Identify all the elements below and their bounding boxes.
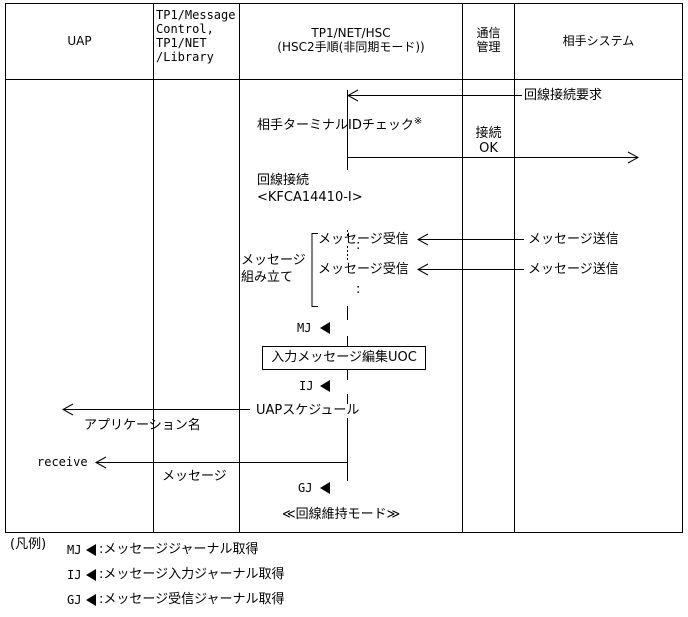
legend-mj-code: MJ — [67, 543, 82, 557]
gj-triangle-icon — [320, 482, 330, 494]
connect-message-id: <KFCA14410-I> — [257, 190, 363, 205]
legend-gj-triangle-icon — [86, 594, 96, 606]
header-tp1-line-3: TP1/NET — [156, 36, 207, 50]
header-remote: 相手システム — [562, 34, 635, 48]
legend-ij-triangle-icon — [86, 569, 96, 581]
legend-mj-triangle-icon — [86, 544, 96, 556]
receive-label: receive — [37, 455, 88, 469]
continuation-dots-2: : — [356, 282, 361, 297]
mj-triangle-icon — [320, 322, 330, 334]
application-name-label: アプリケーション名 — [84, 418, 201, 433]
assemble-line-1: メッセージ — [241, 253, 306, 268]
connect-request-label: 回線接続要求 — [524, 88, 603, 103]
message-label: メッセージ — [162, 469, 227, 484]
header-uap: UAP — [67, 34, 92, 48]
message-return-arrowhead — [94, 456, 107, 469]
connect-label: 回線接続 — [257, 173, 310, 188]
uap-schedule-arrowhead — [61, 403, 74, 416]
header-hsc-line-2: (HSC2手順(非同期モード)) — [277, 40, 425, 54]
header-tp1-line-2: Control, — [156, 22, 214, 36]
legend-title: (凡例) — [10, 537, 47, 552]
assemble-line-2: 組み立て — [241, 270, 294, 285]
ij-label: IJ — [299, 379, 314, 393]
connect-request-arrowhead — [346, 89, 359, 102]
uap-schedule-label: UAPスケジュール — [256, 403, 360, 418]
hold-mode-label: ≪回線維持モード≫ — [282, 507, 401, 522]
ij-triangle-icon — [320, 380, 330, 392]
edit-uoc-box: 入力メッセージ編集UOC — [262, 346, 426, 370]
legend-gj-text: :メッセージ受信ジャーナル取得 — [99, 592, 285, 607]
mj-label: MJ — [297, 321, 312, 335]
connect-ok-line-2: OK — [479, 141, 498, 156]
assemble-label: メッセージ 組み立て — [241, 252, 306, 286]
gj-label: GJ — [298, 481, 313, 495]
connect-ok-line-1: 接続 — [475, 126, 502, 141]
header-hsc: TP1/NET/HSC (HSC2手順(非同期モード)) — [240, 26, 462, 54]
header-comm: 通信 管理 — [463, 26, 514, 54]
legend-mj-text: :メッセージジャーナル取得 — [99, 542, 259, 557]
header-comm-line-2: 管理 — [476, 40, 501, 54]
header-tp1-line-4: /Library — [156, 50, 214, 64]
message-send-1: メッセージ送信 — [528, 232, 619, 247]
terminal-check-text: 相手ターミナルIDチェック — [257, 118, 414, 133]
message-arrowhead-1 — [416, 233, 429, 246]
message-send-2: メッセージ送信 — [528, 262, 619, 277]
legend-gj-code: GJ — [67, 593, 82, 607]
header-tp1-line-1: TP1/Message — [156, 8, 236, 22]
message-receive-2: メッセージ受信 — [318, 262, 409, 277]
legend-ij-code: IJ — [67, 568, 82, 582]
edit-uoc-label: 入力メッセージ編集UOC — [271, 350, 417, 365]
message-arrowhead-2 — [416, 263, 429, 276]
terminal-check-note: ※ — [413, 116, 423, 127]
continuation-dots-1: : — [356, 238, 361, 253]
connect-ok-label: 接続 OK — [463, 126, 514, 156]
diagram-frame — [5, 3, 683, 533]
header-hsc-line-1: TP1/NET/HSC — [311, 26, 391, 40]
assembly-bracket — [311, 233, 318, 307]
header-comm-line-1: 通信 — [476, 26, 501, 40]
legend-ij-text: :メッセージ入力ジャーナル取得 — [99, 567, 285, 582]
connect-ok-arrowhead — [627, 151, 640, 164]
message-receive-1: メッセージ受信 — [318, 232, 409, 247]
terminal-check-label: 相手ターミナルIDチェック※ — [257, 114, 422, 133]
header-tp1: TP1/Message Control, TP1/NET /Library — [156, 8, 235, 64]
